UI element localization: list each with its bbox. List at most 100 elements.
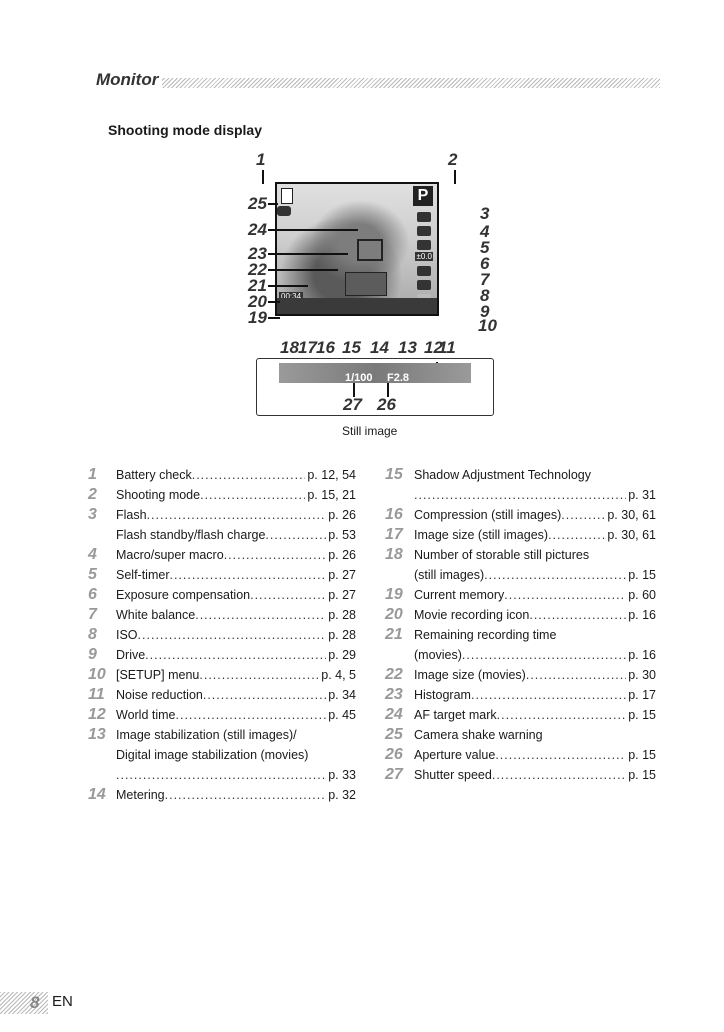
legend-number: 7 xyxy=(88,606,97,623)
legend-entry: Movie recording iconp. 16 xyxy=(414,605,656,625)
leader-line xyxy=(268,253,348,255)
callout-26: 26 xyxy=(377,395,396,414)
monitor-screen: P ±0.0 00:34 xyxy=(275,182,439,316)
legend-page-ref: p. 17 xyxy=(628,688,656,702)
legend-number: 10 xyxy=(88,666,106,683)
leader-dots xyxy=(200,485,305,505)
legend-number: 14 xyxy=(88,786,106,803)
legend-entry: World timep. 45 xyxy=(116,705,356,725)
callout-23: 23 xyxy=(248,244,267,263)
legend-number: 18 xyxy=(385,546,403,563)
legend-label: Number of storable still pictures xyxy=(414,548,590,562)
legend-number: 22 xyxy=(385,666,403,683)
legend-number: 11 xyxy=(88,686,105,703)
legend-label: Shutter speed xyxy=(414,768,492,782)
histogram xyxy=(345,272,387,296)
callout-21: 21 xyxy=(248,276,267,295)
leader-line xyxy=(454,170,456,184)
legend-page-ref: p. 31 xyxy=(628,488,656,502)
legend-number: 27 xyxy=(385,766,403,783)
legend-entry: ISO p. 28 xyxy=(116,625,356,645)
legend-entry: Flash standby/flash chargep. 53 xyxy=(116,525,356,545)
callout-12: 12 xyxy=(424,338,443,357)
legend-number: 5 xyxy=(88,566,97,583)
callout-22: 22 xyxy=(248,260,267,279)
callout-3: 3 xyxy=(480,204,490,223)
legend-label: Image stabilization (still images)/ xyxy=(116,728,297,742)
legend-number: 2 xyxy=(88,486,97,503)
legend-page-ref: p. 12, 54 xyxy=(307,468,356,482)
language-label: EN xyxy=(52,993,73,1010)
legend-label: Image size (still images) xyxy=(414,528,549,542)
legend-page-ref: p. 30, 61 xyxy=(607,528,656,542)
callout-16: 16 xyxy=(316,338,335,357)
callout-27: 27 xyxy=(343,395,362,414)
page-header: Monitor xyxy=(96,70,660,92)
callout-18: 18 xyxy=(280,338,299,357)
leader-line xyxy=(387,383,389,397)
legend-page-ref: p. 32 xyxy=(328,788,356,802)
legend-page-ref: p. 30 xyxy=(628,668,656,682)
diagram-caption: Still image xyxy=(342,424,398,438)
legend-entry: Shooting modep. 15, 21 xyxy=(116,485,356,505)
legend-label: Digital image stabilization (movies) xyxy=(116,748,309,762)
legend-number: 12 xyxy=(88,706,106,723)
battery-icon xyxy=(281,188,293,204)
legend-label: ISO xyxy=(116,628,138,642)
legend-label: Macro/super macro xyxy=(116,548,224,562)
legend-entry: Camera shake warning xyxy=(414,725,656,745)
shutter-aperture-box: 1/100 F2.8 27 26 xyxy=(256,358,494,416)
legend-entry: Remaining recording time xyxy=(414,625,656,645)
callout-2: 2 xyxy=(448,150,458,169)
footer-band xyxy=(0,992,48,1014)
leader-dots xyxy=(176,705,327,725)
info-strip: 1/100 F2.8 xyxy=(279,363,471,384)
legend-label: Remaining recording time xyxy=(414,628,557,642)
legend-page-ref: p. 28 xyxy=(328,628,356,642)
legend-entry: Digital image stabilization (movies) xyxy=(116,745,356,765)
leader-dots xyxy=(169,565,326,585)
legend-number: 17 xyxy=(385,526,403,543)
legend-page-ref: p. 26 xyxy=(328,508,356,522)
legend-number: 20 xyxy=(385,606,403,623)
legend-page-ref: p. 27 xyxy=(328,588,356,602)
callout-8: 8 xyxy=(480,286,490,305)
leader-dots xyxy=(529,605,626,625)
legend-number: 8 xyxy=(88,626,97,643)
legend-label: White balance xyxy=(116,608,196,622)
callout-11: 11 xyxy=(438,338,456,357)
leader-dots xyxy=(250,585,326,605)
leader-dots xyxy=(203,685,326,705)
legend-label: Noise reduction xyxy=(116,688,203,702)
legend-number: 26 xyxy=(385,746,403,763)
callout-10: 10 xyxy=(478,316,497,335)
callout-25: 25 xyxy=(248,194,267,213)
callout-1: 1 xyxy=(256,150,266,169)
leader-dots xyxy=(165,785,327,805)
callout-24: 24 xyxy=(248,220,267,239)
callout-13: 13 xyxy=(398,338,417,357)
legend-page-ref: p. 15 xyxy=(628,768,656,782)
legend-page-ref: p. 33 xyxy=(328,768,356,782)
legend-number: 21 xyxy=(385,626,403,643)
legend-number: 1 xyxy=(88,466,97,483)
legend-label: Image size (movies) xyxy=(414,668,526,682)
legend-entry: Shutter speed p. 15 xyxy=(414,765,656,785)
legend-page-ref: p. 15 xyxy=(628,748,656,762)
legend-page-ref: p. 30, 61 xyxy=(607,508,656,522)
leader-line xyxy=(262,170,264,184)
legend-page-ref: p. 16 xyxy=(628,648,656,662)
legend-page-ref: p. 29 xyxy=(328,648,356,662)
iso-icon xyxy=(417,280,431,290)
header-title: Monitor xyxy=(96,70,163,90)
leader-dots xyxy=(497,705,627,725)
header-band xyxy=(96,78,660,88)
callout-20: 20 xyxy=(248,292,267,311)
legend-label: AF target mark xyxy=(414,708,497,722)
section-title: Shooting mode display xyxy=(108,122,263,138)
leader-dots xyxy=(116,765,326,785)
legend-entry: Drivep. 29 xyxy=(116,645,356,665)
legend-number: 6 xyxy=(88,586,97,603)
legend-page-ref: p. 15, 21 xyxy=(307,488,356,502)
legend-label: Exposure compensation xyxy=(116,588,251,602)
